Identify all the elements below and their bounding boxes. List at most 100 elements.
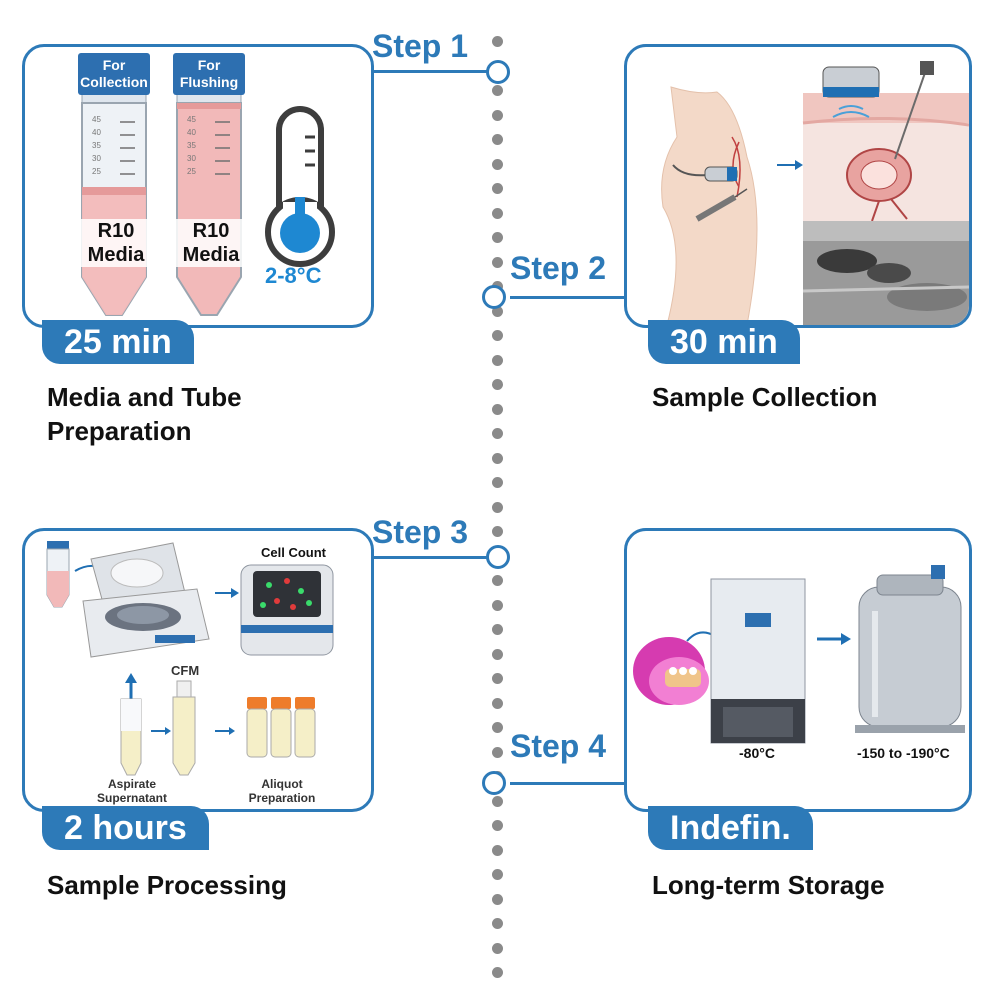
step-2-duration: 30 min — [648, 320, 800, 364]
centrifuge-icon — [82, 542, 210, 658]
step-2-card — [624, 44, 972, 328]
timeline-dot — [492, 85, 503, 96]
timeline-dot — [492, 330, 503, 341]
connector-step1 — [374, 70, 489, 73]
step-1-label: Step 1 — [372, 28, 469, 64]
step-1-card: For Collection For Flushing 45 40 35 30 … — [22, 44, 374, 328]
aliquot-line2: Preparation — [248, 791, 316, 805]
tube2-grad-40: 40 — [187, 128, 196, 137]
aspirate-tube-icon — [120, 673, 142, 776]
tube2-grad-45: 45 — [187, 115, 196, 124]
timeline-dot — [492, 428, 503, 439]
tube2-grad-30: 30 — [187, 154, 196, 163]
step-1-title-line2: Preparation — [47, 416, 192, 446]
aliquot-vials-icon — [246, 697, 316, 758]
timeline-dot — [492, 649, 503, 660]
timeline-dot — [492, 379, 503, 390]
timeline-dot — [492, 722, 503, 733]
timeline-dot — [492, 134, 503, 145]
timeline-dot — [492, 820, 503, 831]
collection-cap — [78, 53, 150, 95]
liquid-nitrogen-tank-icon — [855, 565, 965, 733]
timeline-dot — [492, 477, 503, 488]
tube2-media-line1: R10 — [192, 220, 230, 242]
freezer-icon — [710, 578, 806, 744]
cell-counter-icon — [240, 564, 334, 656]
step-3-duration: 2 hours — [42, 806, 209, 850]
timeline-dot — [492, 624, 503, 635]
ultrasound-probe-icon — [672, 164, 738, 182]
flushing-cap — [173, 53, 245, 95]
step-2-illustration — [661, 61, 969, 325]
aspirate-line1: Aspirate — [107, 777, 157, 791]
timeline-dot — [492, 673, 503, 684]
flushing-cap-line1: For — [197, 57, 221, 73]
timeline-dot — [492, 747, 503, 758]
step-4-duration: Indefin. — [648, 806, 813, 850]
timeline-dot — [492, 845, 503, 856]
tube1-grad-35: 35 — [92, 141, 101, 150]
timeline-dot — [492, 36, 503, 47]
step-3-title-line1: Sample Processing — [47, 870, 287, 900]
syringe-icon — [695, 188, 748, 222]
tube1-grad-40: 40 — [92, 128, 101, 137]
step-4-label: Step 4 — [510, 728, 607, 764]
timeline-dot — [492, 306, 503, 317]
tube1-grad-45: 45 — [92, 115, 101, 124]
tube1-grad-30: 30 — [92, 154, 101, 163]
collection-cap-line2: Collection — [80, 74, 148, 90]
step-2-label: Step 2 — [510, 250, 607, 286]
timeline-dot — [492, 404, 503, 415]
timeline-dot — [492, 943, 503, 954]
flushing-cap-line2: Flushing — [179, 74, 239, 90]
timeline-dot — [492, 355, 503, 366]
cryo-box-icon — [633, 637, 709, 705]
step-1-title-line1: Media and Tube — [47, 382, 242, 412]
timeline-dot — [492, 502, 503, 513]
step-3-title: Sample Processing — [47, 868, 287, 902]
tube1-grad-25: 25 — [92, 167, 101, 176]
timeline-dot — [492, 967, 503, 978]
timeline-dot — [492, 894, 503, 905]
lymph-node-tissue-panel — [802, 61, 969, 222]
timeline-dot — [492, 869, 503, 880]
timeline-dot — [492, 208, 503, 219]
cfm-label: CFM — [171, 663, 200, 678]
timeline-dot — [492, 257, 503, 268]
timeline-dot — [492, 698, 503, 709]
torso-illustration — [661, 86, 758, 325]
step-4-illustration — [633, 565, 965, 744]
tube1-media-line1: R10 — [97, 220, 135, 242]
timeline-dot — [492, 159, 503, 170]
timeline-node-step3 — [486, 545, 510, 569]
step-3-card: Cell Count CFM Aspirate Supernatant Aliq… — [22, 528, 374, 812]
step-3-label: Step 3 — [372, 514, 469, 550]
timeline-dot — [492, 183, 503, 194]
tube2-media-line2: Media — [182, 244, 240, 266]
timeline-dot — [492, 526, 503, 537]
step-3-illustration — [46, 541, 334, 776]
connector-step3 — [374, 556, 489, 559]
cfm-tube-icon — [172, 680, 196, 776]
thermometer-icon — [265, 106, 335, 267]
timeline-dot — [492, 110, 503, 121]
timeline-dot — [492, 796, 503, 807]
tank-temperature: -150 to -190°C — [857, 745, 950, 761]
tube2-grad-25: 25 — [187, 167, 196, 176]
step-2-title-line1: Sample Collection — [652, 382, 878, 412]
timeline-node-step1 — [486, 60, 510, 84]
timeline-dot — [492, 600, 503, 611]
cell-count-label: Cell Count — [261, 545, 326, 560]
step-4-card: -80°C -150 to -190°C — [624, 528, 972, 812]
freezer-temperature: -80°C — [739, 745, 775, 761]
step-2-title: Sample Collection — [652, 380, 877, 414]
step-1-duration: 25 min — [42, 320, 194, 364]
sample-tube-icon — [46, 541, 70, 608]
connector-step2 — [510, 296, 624, 299]
timeline-dot — [492, 232, 503, 243]
timeline-node-step2 — [482, 285, 506, 309]
tube2-grad-35: 35 — [187, 141, 196, 150]
collection-cap-line1: For — [102, 57, 126, 73]
tube1-media-line2: Media — [87, 244, 145, 266]
timeline-node-step4 — [482, 771, 506, 795]
